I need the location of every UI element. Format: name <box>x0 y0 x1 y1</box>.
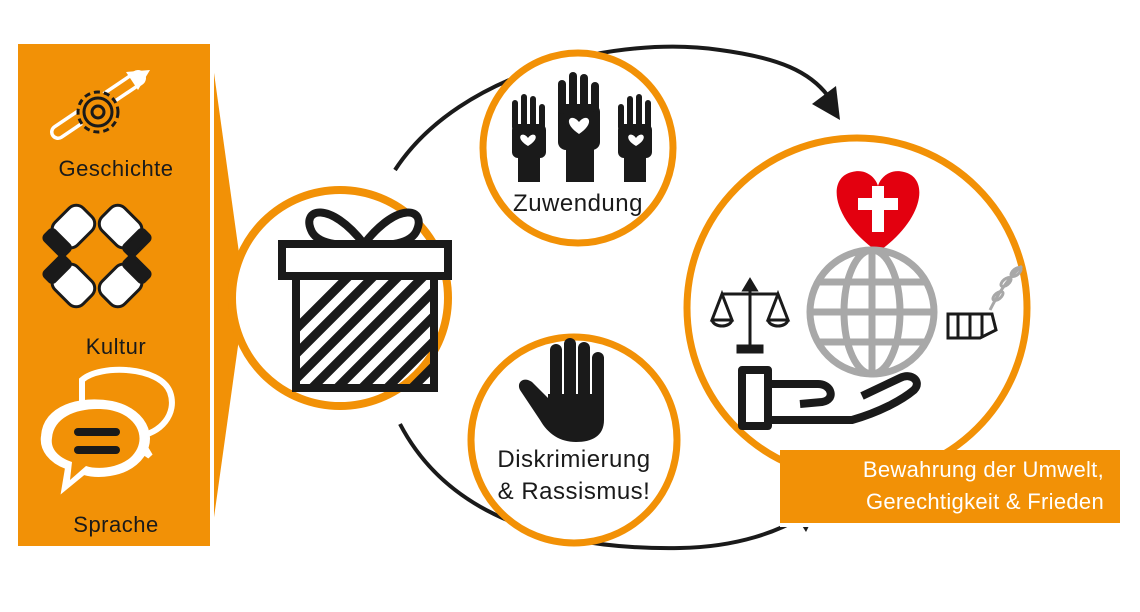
goal-banner: Bewahrung der Umwelt, Gerechtigkeit & Fr… <box>780 451 1120 527</box>
rassismus-label: & Rassismus! <box>497 478 651 505</box>
sidebar-item-kultur-label: Kultur <box>85 334 147 359</box>
open-hand-icon <box>738 366 921 430</box>
scales-icon <box>709 277 791 354</box>
globe-icon <box>806 246 938 378</box>
handshake-hands-icon <box>42 203 152 309</box>
diskrimierung-label: Diskrimierung <box>497 446 651 473</box>
raised-hands-hearts-icon <box>512 72 652 182</box>
gear-arrow-icon <box>50 70 150 140</box>
banner-line-1: Bewahrung der Umwelt, <box>862 457 1104 482</box>
stop-hand-icon <box>518 338 604 442</box>
speech-bubbles-icon <box>40 366 175 495</box>
sidebar-item-geschichte-label: Geschichte <box>58 156 174 181</box>
cycle-arc-top <box>393 44 830 172</box>
hand-olive-branch-icon <box>946 264 1023 340</box>
sidebar-item-sprache-label: Sprache <box>73 512 159 537</box>
banner-line-2: Gerechtigkeit & Frieden <box>865 489 1104 514</box>
arrow-head-top <box>812 86 840 120</box>
heart-cross-icon <box>836 171 920 252</box>
gift-box-icon <box>278 208 452 392</box>
zuwendung-label: Zuwendung <box>513 190 643 217</box>
cycle-arc-bottom <box>398 423 802 551</box>
